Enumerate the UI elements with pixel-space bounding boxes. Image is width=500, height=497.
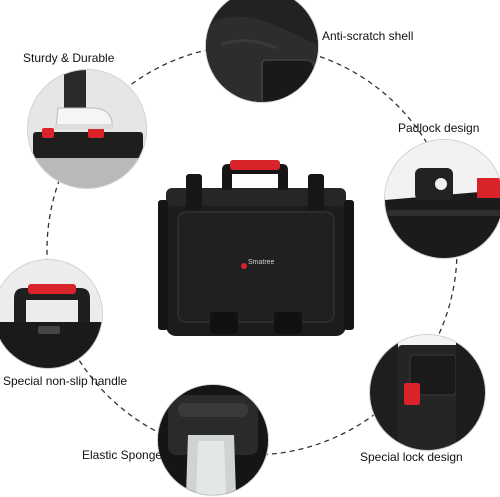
- hard-case-product: [158, 160, 354, 336]
- shell-texture-illustration: [206, 0, 318, 102]
- handle-illustration: [0, 260, 102, 368]
- label-padlock-design: Padlock design: [398, 121, 480, 135]
- lock-design-photo: [370, 335, 485, 450]
- label-anti-scratch-shell: Anti-scratch shell: [322, 29, 414, 43]
- label-elastic-sponge: Elastic Sponge: [82, 448, 163, 462]
- sponge-illustration: [158, 385, 268, 495]
- elastic-sponge-photo: [158, 385, 268, 495]
- sturdy-durable-photo: [28, 70, 146, 188]
- anti-scratch-shell-photo: [206, 0, 318, 102]
- padlock-loop-illustration: [385, 140, 500, 258]
- latch-illustration: [370, 335, 485, 450]
- padlock-design-photo: [385, 140, 500, 258]
- non-slip-handle-photo: [0, 260, 102, 368]
- label-non-slip-handle: Special non-slip handle: [3, 374, 128, 388]
- label-lock-design: Special lock design: [360, 450, 463, 464]
- label-sturdy-durable: Sturdy & Durable: [23, 51, 115, 65]
- brand-logo-icon: [241, 263, 247, 269]
- foot-on-case-illustration: [28, 70, 146, 188]
- brand-name: Smatree: [248, 259, 275, 266]
